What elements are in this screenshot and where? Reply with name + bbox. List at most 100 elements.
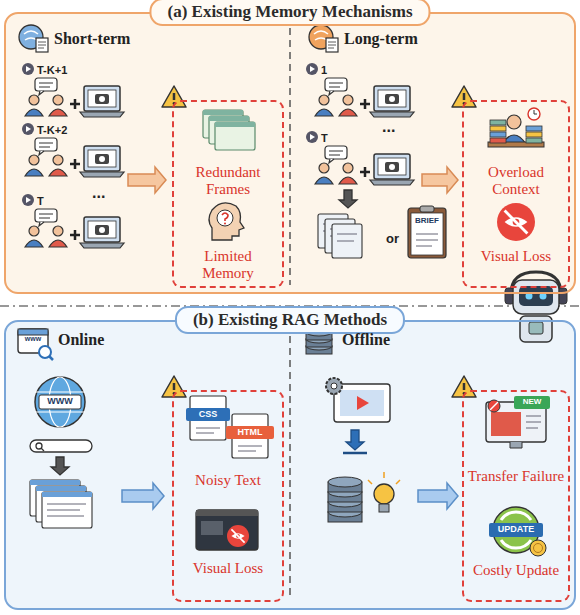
- icon-part: [452, 86, 476, 107]
- flow-arrow: [122, 483, 164, 509]
- icon-part: [80, 112, 124, 117]
- icon-part: [26, 126, 31, 132]
- problem-box: Redundant FramesLimited Memory: [172, 100, 284, 288]
- play-icon: [22, 123, 34, 135]
- icon-part: [35, 377, 85, 427]
- step-label: T: [37, 195, 44, 207]
- icon-part: [88, 150, 116, 167]
- icon-part: [339, 177, 357, 184]
- icon-part: [315, 177, 333, 184]
- icon-part: [357, 396, 369, 410]
- icon-part: [490, 132, 506, 137]
- icon-part: [315, 109, 333, 116]
- icon-text: CSS: [199, 410, 218, 420]
- icon-part: [41, 448, 44, 451]
- divider-line: [289, 28, 291, 285]
- icon-part: [39, 147, 50, 148]
- icon-part: [215, 122, 255, 127]
- icon-part: [95, 94, 109, 104]
- icon-part: [222, 213, 228, 221]
- flow-arrow: [339, 190, 357, 208]
- icon-text: UPDATE: [498, 525, 534, 535]
- icon-part: [526, 132, 542, 137]
- dialogue-icon: [25, 138, 67, 176]
- icon-part: [310, 134, 315, 140]
- visual-loss-icon: [497, 203, 535, 241]
- flow-arrow: [418, 483, 458, 509]
- icon-part: [374, 154, 410, 179]
- icon-part: [490, 126, 506, 131]
- icon-part: [491, 412, 521, 436]
- panel-title: (b) Existing RAG Methods: [175, 306, 405, 334]
- icon-part: [39, 143, 53, 144]
- warning-icon: [452, 376, 476, 397]
- panel-title: (a) Existing Memory Mechanisms: [149, 0, 430, 26]
- icon-part: [22, 194, 34, 206]
- icon-part: [22, 63, 34, 75]
- brief-icon: [408, 206, 446, 258]
- dialogue-icon: [25, 209, 67, 247]
- redundant-frames-icon: [203, 110, 255, 150]
- icon-part: [209, 116, 249, 121]
- video-source-icon: [326, 378, 390, 422]
- icon-part: [84, 217, 120, 242]
- panel-ground: [5, 13, 575, 293]
- plus-symbol: [360, 167, 370, 177]
- icon-part: [310, 66, 315, 72]
- problem-text: Costly Update: [467, 562, 565, 579]
- icon-part: [319, 163, 329, 173]
- icon-part: [196, 510, 258, 550]
- icon-part: [328, 477, 362, 487]
- icon-part: [325, 146, 347, 159]
- step-label: ...: [382, 118, 395, 136]
- problem-text: Redundant Frames: [177, 164, 279, 199]
- icon-part: [328, 42, 336, 48]
- icon-part: [49, 240, 67, 247]
- panel-ground: [5, 321, 575, 609]
- icon-part: [526, 138, 542, 143]
- icon-part: [340, 390, 384, 416]
- icon-part: [80, 172, 124, 177]
- icon-part: [332, 224, 362, 258]
- icon-part: [99, 156, 105, 162]
- screenshot-icon: [196, 510, 258, 550]
- icon-part: [38, 42, 46, 48]
- rag-panel: (b) Existing RAG MethodsNoisy TextVisual…: [4, 320, 576, 610]
- icon-part: [385, 162, 399, 172]
- divider-line: [289, 336, 291, 600]
- icon-part: [39, 395, 81, 409]
- problem-box: Overload ContextVisual Loss: [462, 100, 570, 288]
- icon-part: [329, 87, 340, 88]
- icon-part: [463, 383, 466, 390]
- flow-arrow: [128, 167, 166, 193]
- icon-part: [29, 155, 39, 165]
- step-label: T: [321, 132, 328, 144]
- icon-part: [513, 280, 559, 314]
- icon-part: [326, 378, 342, 394]
- icon-part: [47, 504, 86, 516]
- icon-part: [39, 222, 44, 226]
- icon-part: [95, 225, 109, 235]
- icon-part: [25, 240, 43, 247]
- icon-part: [29, 95, 39, 105]
- step-label: 1: [321, 64, 327, 76]
- problem-text: Transfer Failure: [467, 468, 565, 485]
- icon-part: [231, 529, 244, 542]
- icon-part: [329, 91, 334, 95]
- icon-part: [88, 221, 116, 238]
- code-files-icon: [186, 396, 274, 458]
- icon-part: [378, 90, 406, 107]
- icon-part: [29, 226, 39, 236]
- icon-part: [343, 95, 353, 105]
- step-label: T-K+1: [37, 64, 67, 76]
- icon-part: [370, 180, 414, 185]
- icon-part: [203, 110, 243, 115]
- problem-text: Overload Context: [467, 164, 565, 199]
- icon-part: [514, 396, 550, 409]
- warning-icon: [162, 86, 186, 107]
- icon-part: [329, 83, 343, 84]
- icon-text: HTML: [238, 428, 263, 438]
- icon-part: [331, 383, 337, 389]
- knowledge-base-icon: [328, 472, 400, 522]
- icon-part: [306, 131, 318, 143]
